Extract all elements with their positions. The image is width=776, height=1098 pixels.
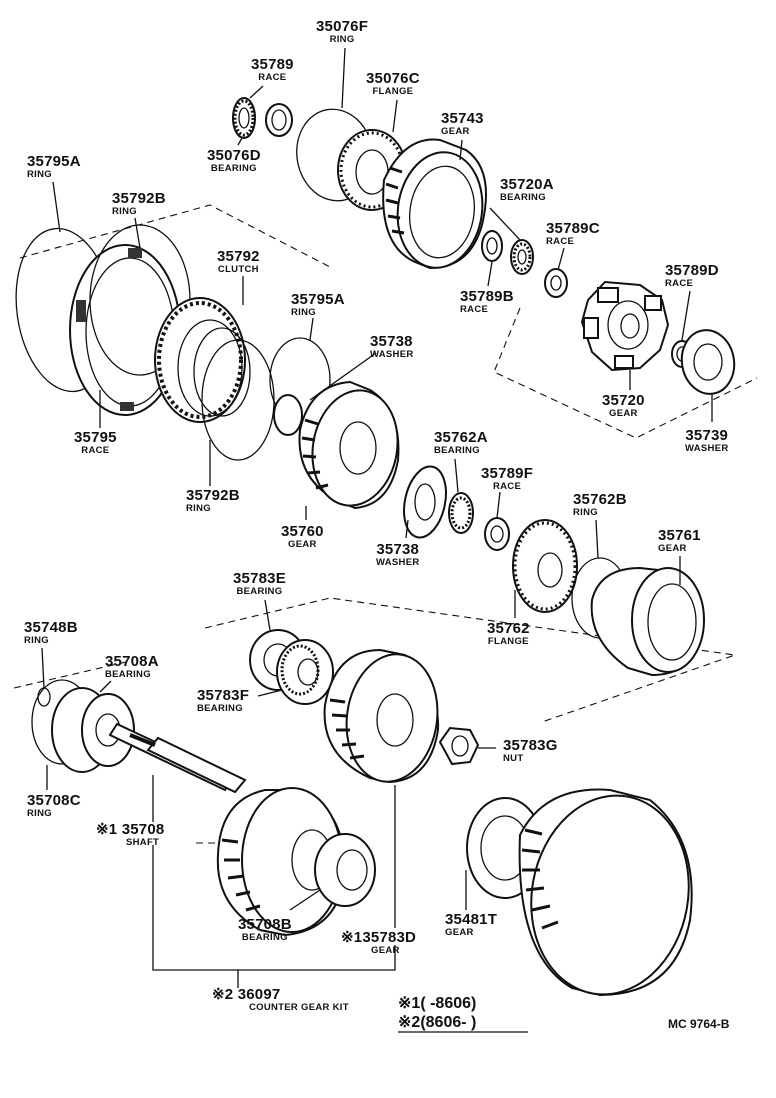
bearing-35762A: [448, 492, 474, 534]
race-35789C: [544, 268, 568, 298]
bearing-35720A: [510, 239, 534, 275]
ring-35748B: [37, 687, 51, 707]
figure-code: MC 9764-B: [668, 1017, 730, 1031]
race-35789B: [481, 230, 503, 262]
washer-35739: [680, 329, 736, 395]
washer-35738-upper: [273, 394, 303, 436]
gear-35743: [382, 138, 488, 270]
nut-35783G: [438, 726, 480, 766]
bearing-35708B: [314, 833, 376, 907]
gear-35760: [298, 380, 400, 510]
note-mark1: ※1( -8606): [398, 995, 477, 1012]
flange-35762: [512, 519, 578, 613]
gear-35761: [590, 566, 705, 677]
bearing-35076D: [232, 97, 256, 139]
gear-35720: [580, 280, 670, 372]
shaft-35708: [108, 722, 247, 794]
counter-gear-35708: [216, 787, 347, 937]
clutch-35792: [154, 297, 251, 423]
bearing-35783F: [276, 639, 334, 705]
bearing-35708A: [51, 687, 135, 773]
race-35789: [265, 103, 293, 137]
gear-35783D: [323, 648, 440, 784]
gear-35481T: [466, 788, 693, 997]
washer-35738-lower: [403, 465, 447, 539]
race-35789F: [484, 517, 510, 551]
note-mark2: ※2(8606- ): [398, 1014, 477, 1031]
